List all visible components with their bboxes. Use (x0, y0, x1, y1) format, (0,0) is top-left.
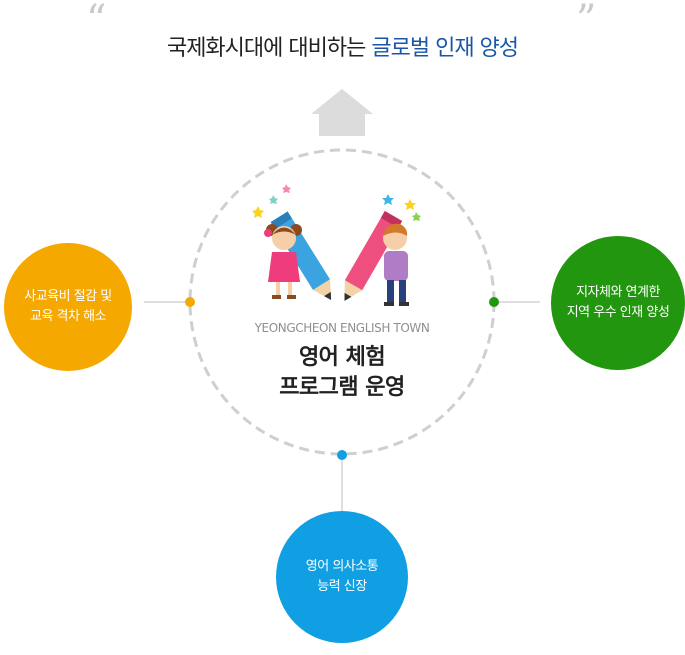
open-quote-mark: “ (86, 0, 107, 43)
bubble-english-communication: 영어 의사소통 능력 신장 (276, 511, 408, 643)
dot-bottom (337, 450, 347, 460)
center-subtitle: YEONGCHEON ENGLISH TOWN (254, 321, 430, 335)
close-quote-mark: ” (576, 0, 597, 43)
center-title-line2: 프로그램 운영 (279, 375, 405, 400)
center-title-line1: 영어 체험 (298, 345, 386, 370)
bubble-left-line1: 사교육비 절감 및 (24, 289, 112, 304)
bubble-bottom-line2: 능력 신장 (317, 579, 367, 594)
star-icon (252, 184, 421, 221)
page-headline: 국제화시대에 대비하는 글로벌 인재 양성 (0, 30, 685, 62)
bubble-right-line1: 지자체와 연계한 (576, 285, 660, 300)
girl-with-pencil-icon (264, 211, 332, 300)
bubble-left-line2: 교육 격차 해소 (29, 309, 107, 324)
bubble-regional-talent: 지자체와 연계한 지역 우수 인재 양성 (551, 236, 685, 370)
dot-right (489, 297, 499, 307)
headline-text: 국제화시대에 대비하는 (166, 36, 366, 61)
boy-with-pencil-icon (344, 211, 409, 306)
center-dashed-circle (188, 148, 496, 456)
headline-accent: 글로벌 인재 양성 (371, 36, 519, 61)
bubble-reduce-private-education-cost: 사교육비 절감 및 교육 격차 해소 (4, 243, 132, 371)
dot-left (185, 297, 195, 307)
center-title: 영어 체험 프로그램 운영 (190, 343, 494, 403)
bubble-bottom-line1: 영어 의사소통 (305, 559, 379, 574)
house-arrow-icon (311, 89, 373, 136)
bubble-right-line2: 지역 우수 인재 양성 (566, 305, 670, 320)
